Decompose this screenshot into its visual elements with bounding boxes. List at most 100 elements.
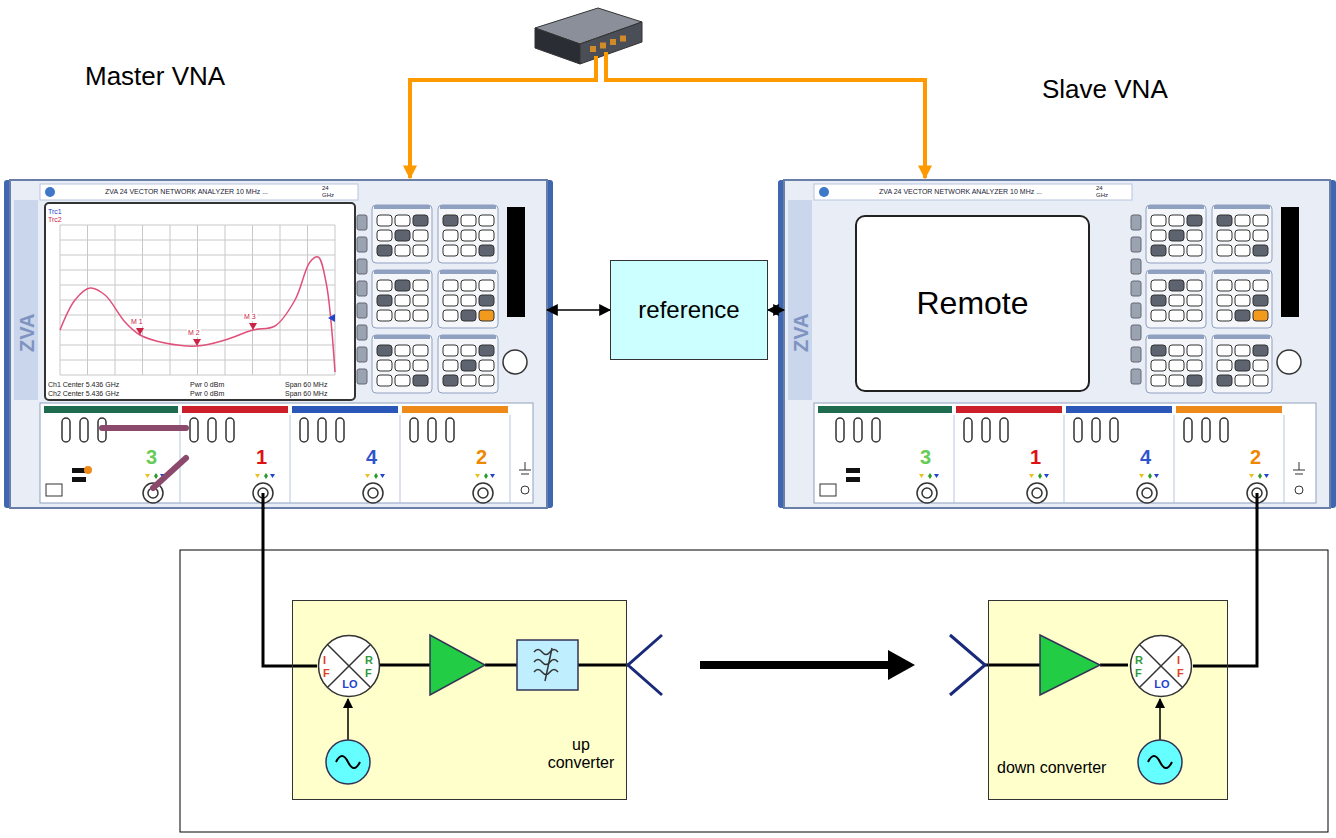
model-title: ZVA 24 VECTOR NETWORK ANALYZER 10 MHz ..… <box>879 188 1042 196</box>
display-slot <box>507 207 525 317</box>
filter-symbol <box>517 640 578 690</box>
reference-link <box>547 309 610 311</box>
key <box>461 280 476 291</box>
model-title: ZVA 24 VECTOR NETWORK ANALYZER 10 MHz ..… <box>105 188 268 196</box>
softkey <box>357 215 367 230</box>
port-connector <box>473 483 493 503</box>
vna-instrument <box>778 180 1336 508</box>
instrument-slave: Slave VNARemote <box>784 180 1330 508</box>
key-panel-bar <box>1148 270 1204 274</box>
key-panel-bar <box>440 270 496 274</box>
brand-mark: ZVA <box>790 313 812 352</box>
port-indicator <box>934 474 939 478</box>
softkey <box>357 281 367 296</box>
node-label: Master VNA <box>85 62 225 92</box>
key <box>1169 280 1184 291</box>
port-color-bar <box>44 406 178 413</box>
port-connector <box>1032 488 1042 498</box>
section-divider <box>510 415 511 503</box>
side-strip <box>14 200 38 400</box>
marker-symbol <box>328 314 335 322</box>
key <box>377 295 392 306</box>
key <box>1253 215 1268 226</box>
marker-label: M 1 <box>130 318 144 326</box>
softkey <box>1131 215 1141 230</box>
softkey <box>1131 281 1141 296</box>
key <box>1169 230 1184 241</box>
node-label: Slave VNA <box>1042 75 1168 105</box>
switch <box>300 418 308 442</box>
key <box>479 360 494 371</box>
key <box>413 215 428 226</box>
logo <box>45 187 55 197</box>
router-front <box>580 22 642 64</box>
softkey <box>1131 347 1141 362</box>
rotary-knob <box>503 350 527 374</box>
lo-arrow <box>1159 699 1161 740</box>
key <box>461 310 476 321</box>
jumper-cable <box>102 425 186 431</box>
wire <box>1100 664 1128 667</box>
frequency-range: 24 GHz <box>1096 185 1116 198</box>
port-color-bar <box>818 406 952 413</box>
key <box>413 295 428 306</box>
key <box>1187 215 1202 226</box>
key <box>443 245 458 256</box>
marker-label: M 3 <box>243 313 257 321</box>
softkey <box>357 259 367 274</box>
key-panel <box>1212 335 1272 393</box>
port-connector <box>1027 483 1047 503</box>
key <box>461 345 476 356</box>
switch <box>336 418 344 442</box>
key <box>461 215 476 226</box>
port-indicator <box>475 474 480 478</box>
key-panel <box>1146 270 1206 328</box>
mixer-symbol: I FR FLO <box>317 634 381 698</box>
key <box>461 295 476 306</box>
node-label: I F <box>323 654 333 679</box>
switch <box>982 418 990 442</box>
channel-info: Ch2 Center 5.436 GHz <box>48 390 119 398</box>
port-connector <box>1142 488 1152 498</box>
port-color-bar <box>402 406 508 413</box>
reference-box: reference <box>610 260 768 360</box>
box-label: Remote <box>857 285 1088 322</box>
key <box>395 310 410 321</box>
switch <box>208 418 216 442</box>
port-panel <box>40 403 533 503</box>
wire <box>985 664 1040 667</box>
wire <box>485 664 517 667</box>
router-port <box>600 43 606 49</box>
screen <box>45 203 355 400</box>
section-divider <box>1284 415 1285 503</box>
port-indicator <box>1154 474 1159 478</box>
display-slot <box>1281 207 1299 317</box>
key <box>479 280 494 291</box>
marker-label: M 2 <box>187 329 201 337</box>
router-port <box>590 46 596 52</box>
filter-slash <box>545 648 552 681</box>
power-button <box>46 484 62 496</box>
trace <box>60 257 335 372</box>
converter-ground <box>292 600 627 800</box>
key <box>1253 345 1268 356</box>
amplifier-symbol <box>430 635 485 695</box>
port-connector <box>922 488 932 498</box>
system-frame <box>180 550 1328 832</box>
key <box>377 310 392 321</box>
key <box>395 245 410 256</box>
key <box>1217 230 1232 241</box>
grid-line <box>60 360 335 361</box>
switch <box>854 418 862 442</box>
section-divider <box>290 415 291 503</box>
switch <box>62 418 70 442</box>
ground-terminal <box>521 486 529 494</box>
port-number: 3 <box>146 446 157 468</box>
rf-cable <box>262 493 265 509</box>
key <box>377 230 392 241</box>
key <box>1235 245 1250 256</box>
title-bar <box>40 184 358 200</box>
key-panel-bar <box>374 270 430 274</box>
